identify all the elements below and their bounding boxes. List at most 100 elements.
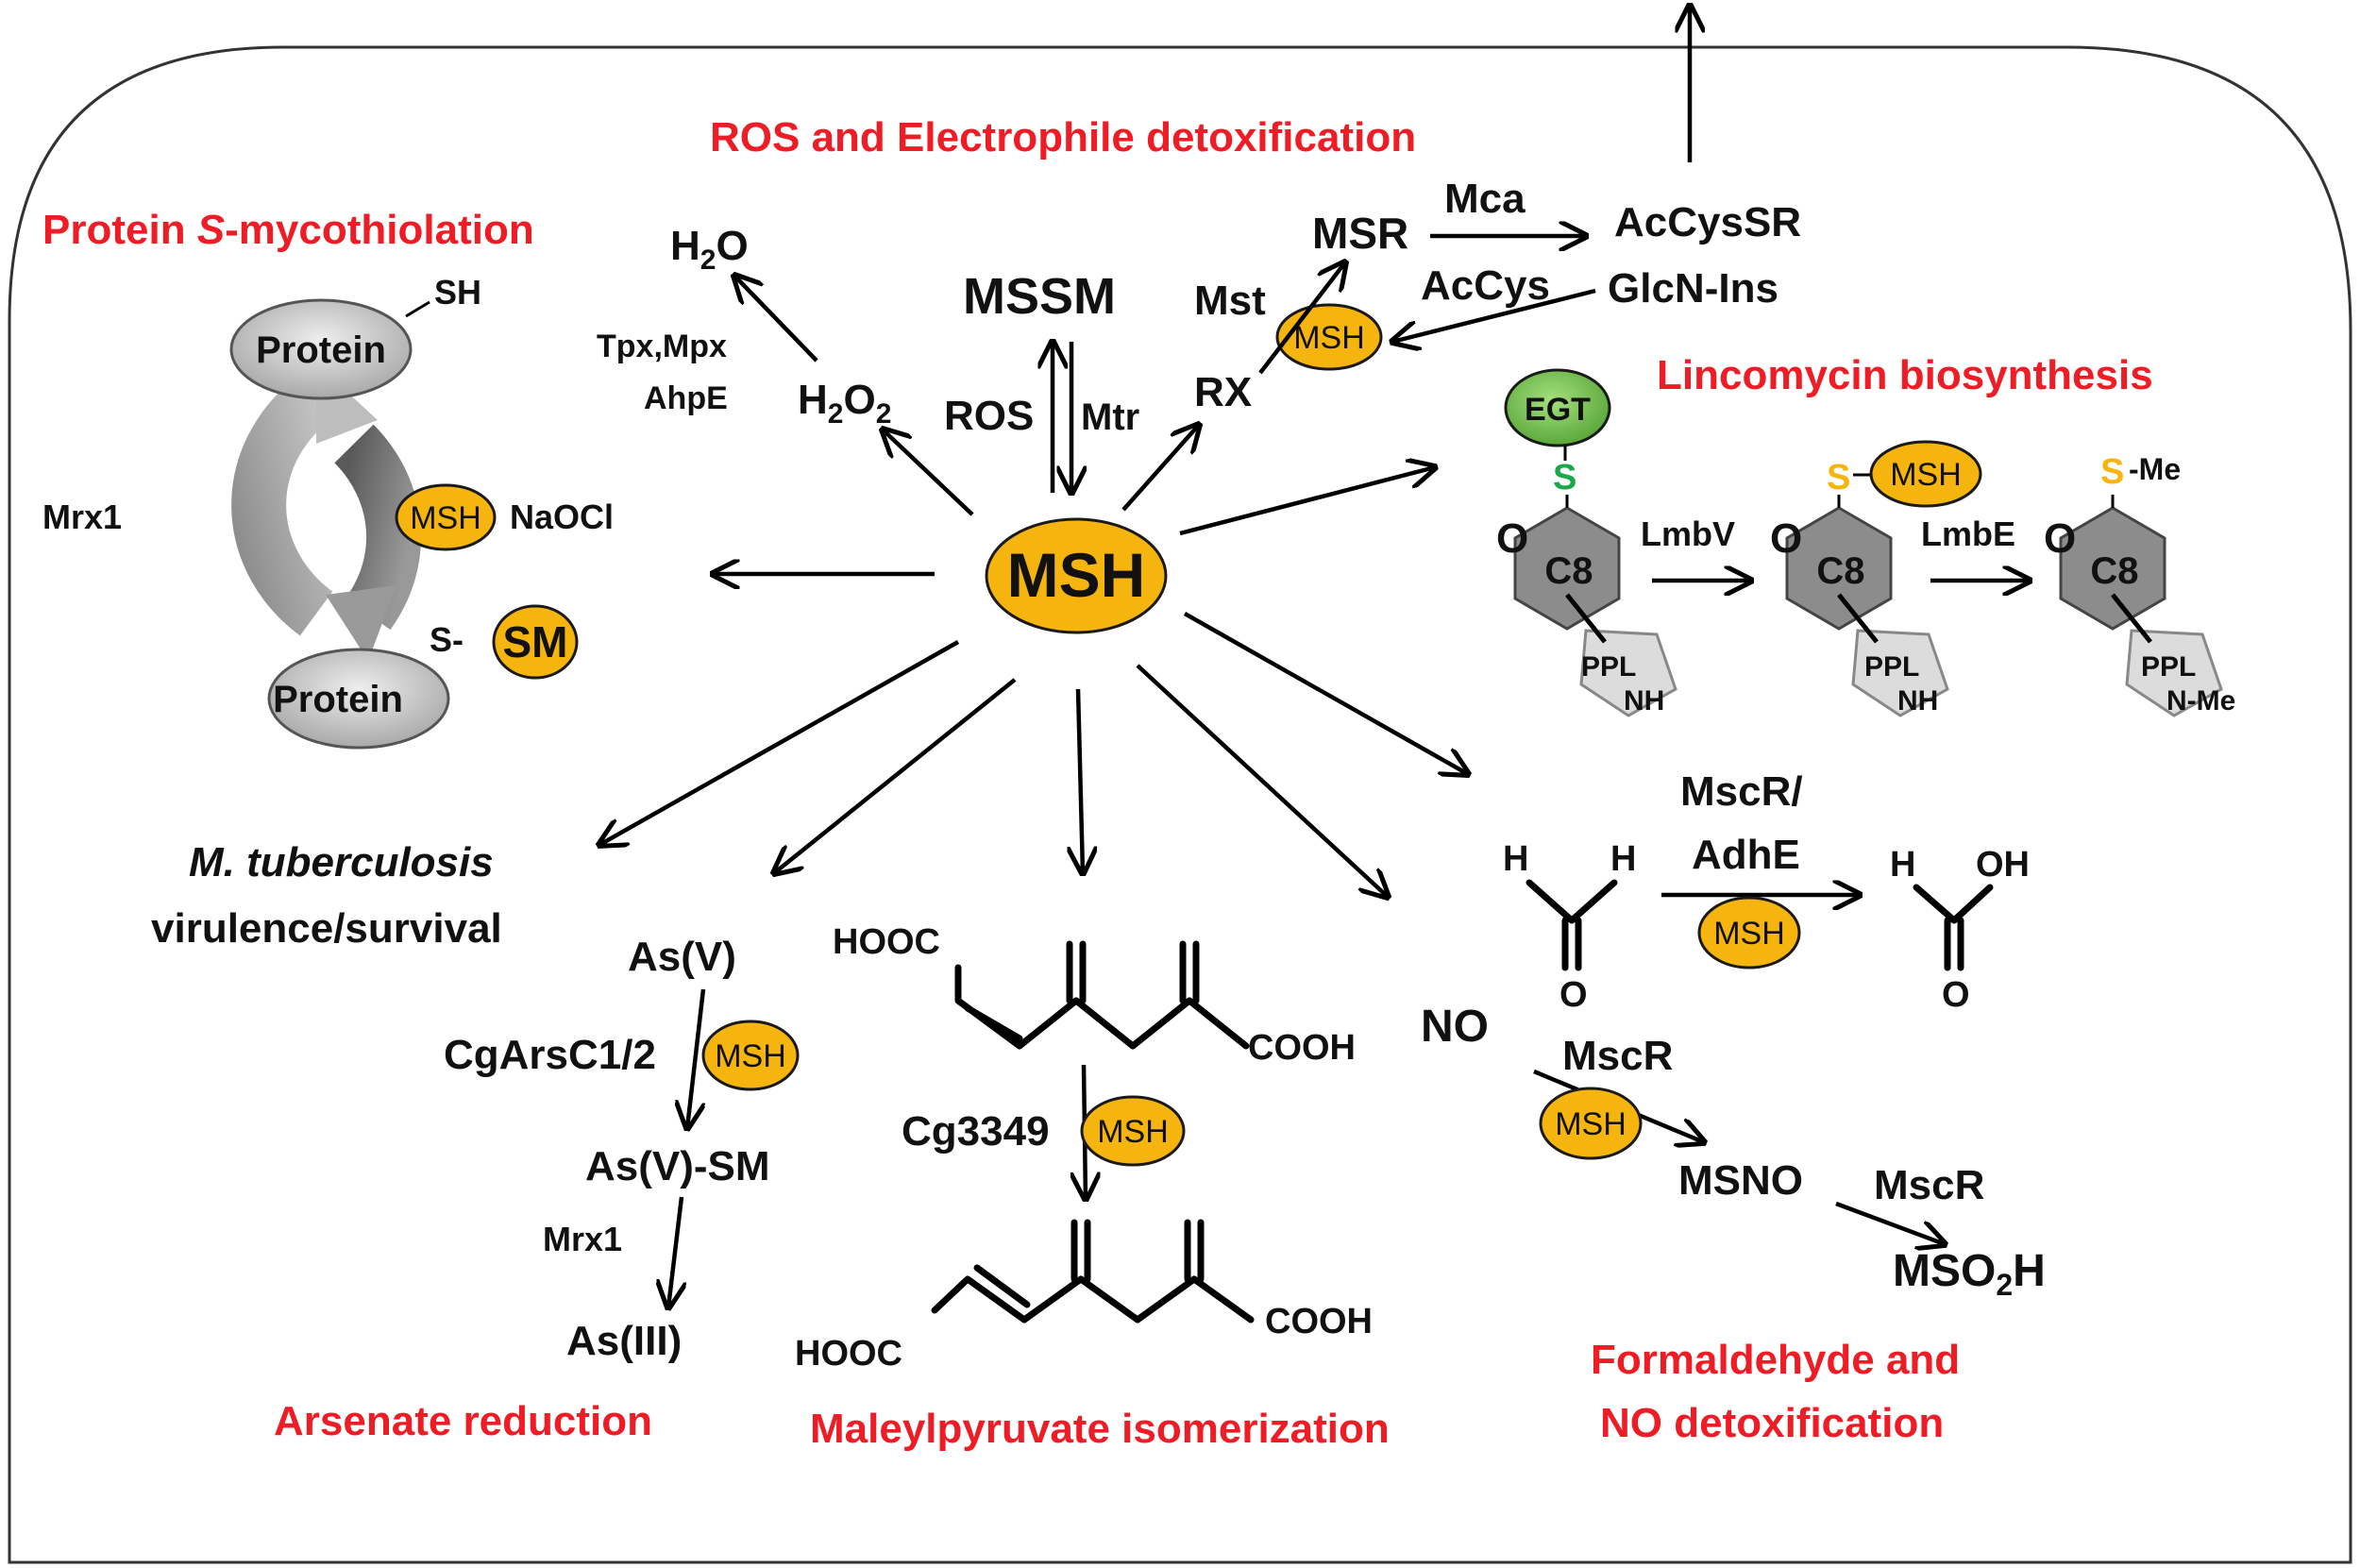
asiii-label: As(III)	[566, 1318, 682, 1364]
hexagon-2	[1785, 506, 1893, 631]
hooc-bottom-label: HOOC	[795, 1334, 902, 1374]
c8-bond-3	[2111, 593, 2152, 644]
tb-label-plain: virulence/survival	[151, 905, 502, 952]
accyssr-label: AcCysSR	[1614, 199, 1801, 245]
protein-top	[229, 298, 413, 400]
s-label-1: S	[1553, 458, 1576, 497]
egt-label: EGT	[1525, 392, 1591, 428]
msh-badge-no	[1539, 1087, 1643, 1160]
o-label-1: O	[1496, 515, 1528, 562]
ahpe-label: AhpE	[644, 380, 728, 416]
protein-bottom-label: Protein	[273, 679, 403, 720]
s-label-2: S	[1827, 458, 1850, 497]
fumaryl-double-bond	[973, 1264, 1031, 1308]
msh-badge-ars	[701, 1020, 800, 1091]
mscr-adhe-1: MscR/	[1680, 768, 1803, 815]
heading-ros: ROS and Electrophile detoxification	[710, 114, 1416, 160]
arrow-to-h2o2	[883, 430, 974, 516]
asv-label: As(V)	[628, 934, 736, 980]
central-msh-label: MSH	[1007, 540, 1146, 610]
maleyl-structure-bottom	[931, 1275, 1255, 1324]
h2o-label: H2O	[670, 223, 749, 276]
ppl-label-1: PPL	[1581, 651, 1636, 683]
c8-bond-2	[1837, 593, 1879, 644]
arrow-msno-to-mso2h	[1835, 1201, 1945, 1244]
maleyl-double-bond	[964, 1004, 1023, 1042]
pentagon-3	[2125, 629, 2223, 717]
sh-label: SH	[434, 273, 481, 312]
mrx1-label: Mrx1	[42, 497, 122, 536]
mscr1-label: MscR	[1562, 1033, 1673, 1079]
asvsm-label: As(V)-SM	[585, 1143, 770, 1189]
heading-formaldehyde-1: Formaldehyde and	[1591, 1337, 1960, 1383]
arrow-to-tb	[599, 640, 960, 845]
msh-badge-ars-label: MSH	[715, 1038, 786, 1074]
msh-badge-maleyl-label: MSH	[1097, 1114, 1169, 1150]
c8-label-3: C8	[2090, 550, 2138, 592]
egt-badge	[1504, 368, 1611, 447]
arrow-to-maleyl	[1078, 688, 1083, 873]
cell-boundary	[8, 45, 2352, 1564]
msh-badge-form	[1697, 896, 1801, 969]
heading-lincomycin: Lincomycin biosynthesis	[1657, 352, 2153, 398]
msr-label: MSR	[1312, 209, 1408, 258]
msh-badge-linc-label: MSH	[1890, 457, 1962, 493]
cycle-arc-left	[231, 374, 333, 636]
protein-bottom	[267, 648, 450, 750]
arrow-to-rx	[1121, 425, 1199, 512]
ppl-label-2: PPL	[1864, 651, 1919, 683]
mst-label: Mst	[1194, 278, 1266, 324]
mrx1-ars-label: Mrx1	[543, 1220, 622, 1258]
tpx-label: Tpx,Mpx	[597, 329, 727, 364]
cycle-arrowhead-bottom	[326, 585, 396, 661]
tb-label-italic: M. tuberculosis	[189, 839, 494, 885]
h1-label: H	[1503, 839, 1528, 879]
lmbv-label: LmbV	[1641, 514, 1735, 553]
heading-formaldehyde-2: NO detoxification	[1600, 1400, 1944, 1446]
arrow-glcn-to-msh	[1392, 288, 1596, 342]
hooc-top-label: HOOC	[833, 922, 940, 962]
mso2h-label: MSO2H	[1893, 1246, 2046, 1302]
me-label: -Me	[2129, 452, 2181, 486]
msh-badge-maleyl	[1080, 1095, 1186, 1167]
msno-label: MSNO	[1678, 1157, 1803, 1204]
msh-badge-linc	[1869, 440, 1982, 508]
msh-badge-protein	[395, 483, 497, 551]
no-label: NO	[1421, 1002, 1489, 1052]
cg3349-label: Cg3349	[902, 1108, 1050, 1155]
o1-label: O	[1559, 975, 1588, 1015]
heading-arsenate: Arsenate reduction	[274, 1398, 652, 1444]
mca-label: Mca	[1444, 176, 1526, 222]
sm-badge	[492, 604, 579, 680]
ppl-label-3: PPL	[2141, 651, 2196, 683]
cooh-top-label: COOH	[1248, 1028, 1356, 1068]
arrow-asvsm-to-asiii	[668, 1196, 682, 1307]
o2-label: O	[1942, 975, 1970, 1015]
s-label-3: S	[2100, 452, 2124, 492]
c8-label-1: C8	[1544, 550, 1593, 592]
msh-badge-mst-label: MSH	[1293, 320, 1365, 356]
glcn-label: GlcN-Ins	[1608, 265, 1778, 312]
arrow-to-formaldehyde	[1183, 612, 1468, 774]
msh-badge-mst	[1275, 303, 1383, 371]
s-dash-label: S-	[430, 620, 464, 659]
pentagon-1	[1579, 629, 1677, 717]
lmbe-label: LmbE	[1921, 514, 2015, 553]
msh-badge-form-label: MSH	[1713, 916, 1785, 952]
h2-label: H	[1610, 839, 1636, 879]
naocl-label: NaOCl	[510, 497, 614, 536]
mtr-label: Mtr	[1081, 396, 1139, 438]
heading-maleyl: Maleylpyruvate isomerization	[810, 1406, 1390, 1452]
o-label-2: O	[1770, 515, 1802, 562]
hexagon-3	[2059, 506, 2166, 631]
msh-badge-protein-label: MSH	[410, 500, 481, 536]
arrow-to-lincomycin	[1179, 467, 1435, 536]
oh-label: OH	[1976, 845, 2030, 885]
cooh-bottom-label: COOH	[1265, 1302, 1373, 1341]
nh-label-2: NH	[1897, 685, 1938, 717]
arrow-to-no	[1136, 664, 1388, 897]
formate-structure	[1913, 884, 1994, 924]
formaldehyde-structure	[1526, 879, 1618, 924]
nh-label-1: NH	[1624, 685, 1664, 717]
